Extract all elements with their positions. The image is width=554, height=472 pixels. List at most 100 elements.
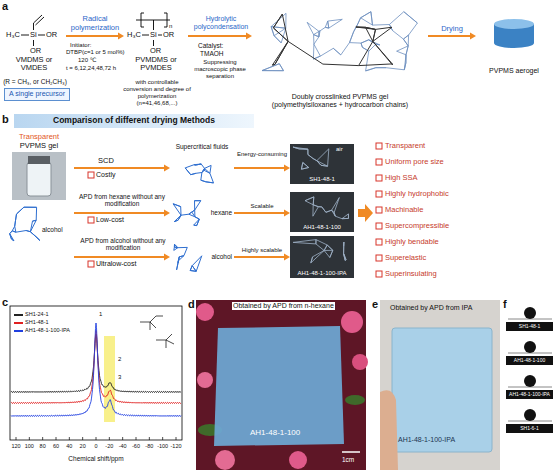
aerogel-network xyxy=(305,197,314,201)
polymer-network xyxy=(403,39,408,46)
gel-network xyxy=(24,207,37,208)
node-text: A single precursor xyxy=(9,90,65,98)
gel-network xyxy=(10,207,40,241)
axis-tick xyxy=(136,437,137,440)
gel-network xyxy=(24,207,37,208)
vmdms-structure xyxy=(36,17,45,25)
solvent-network xyxy=(185,168,191,175)
solvent-network xyxy=(206,182,214,183)
arrow-head xyxy=(284,165,290,172)
label-text: -120 xyxy=(170,443,181,449)
connector-arrow xyxy=(74,254,170,261)
polymer-network xyxy=(350,32,354,43)
aerogel-network xyxy=(307,149,308,154)
label-text: Supercompressible xyxy=(385,222,449,231)
hexane-aerogel-photo xyxy=(196,303,214,321)
solvent-network xyxy=(210,165,211,173)
label-text: TMAOH xyxy=(200,50,223,57)
aerogel-network xyxy=(317,149,329,161)
polymer-network xyxy=(409,23,418,35)
polymer-network xyxy=(262,12,417,71)
polymer-network xyxy=(358,18,361,24)
checkbox-square xyxy=(88,261,94,267)
connector-line xyxy=(428,35,470,37)
aerogel-network xyxy=(315,240,316,244)
aerogel-network xyxy=(344,254,346,261)
label-text: 3 xyxy=(118,374,121,381)
label-text: Chemical shift/ppm xyxy=(68,455,123,462)
polymer-network xyxy=(403,35,408,39)
solvent-network xyxy=(201,180,206,182)
node-box: PVMDMS or PVMDES xyxy=(124,8,188,74)
label-text: Initiator: xyxy=(70,42,91,49)
hydrocarbon-chains xyxy=(366,27,376,29)
label-text: 1cm xyxy=(342,456,354,463)
polymer-network xyxy=(320,27,325,31)
polymer-network xyxy=(314,31,319,34)
axis-tick xyxy=(96,437,97,440)
solvent-network xyxy=(202,168,205,172)
polymer-network xyxy=(350,42,362,44)
aerogel-network xyxy=(316,240,327,245)
gel-network xyxy=(12,226,15,231)
label-text: 120 xyxy=(11,443,20,449)
axis-tick xyxy=(42,437,43,440)
legend-swatch xyxy=(14,314,23,316)
label-text: -100 xyxy=(157,443,168,449)
label-text: Superelastic xyxy=(385,254,426,263)
hydrocarbon-chains xyxy=(356,27,366,28)
polymer-network xyxy=(408,35,409,46)
gel-network xyxy=(16,214,17,221)
node-box: AH1-48-1-100-IPA xyxy=(506,390,553,399)
hydrocarbon-chains xyxy=(272,41,288,65)
node-text: SH1-48-1 xyxy=(519,324,540,330)
polymer-network xyxy=(314,35,319,37)
aerogel-network xyxy=(301,168,308,170)
aerogel-network xyxy=(301,168,308,170)
label-text: H₃C xyxy=(6,31,20,40)
checkbox-square xyxy=(376,255,382,261)
aerogel-network xyxy=(343,242,344,254)
label-text: a xyxy=(2,0,8,13)
gel-network xyxy=(10,234,14,241)
arrow-head xyxy=(118,33,124,40)
aerogel-network xyxy=(293,242,316,244)
gel-network xyxy=(36,207,37,220)
aerogel-network xyxy=(335,216,342,219)
axis-tick xyxy=(82,437,83,440)
node-box: Comparison of different drying Methods xyxy=(14,114,254,128)
edge-label: Drying xyxy=(430,25,474,34)
solvent-network xyxy=(202,168,205,172)
node-text: (polymethylsiloxanes + hydrocarbon chain… xyxy=(272,101,408,109)
solvent-network xyxy=(195,200,201,201)
polymer-network xyxy=(403,39,408,46)
node-text: PVPMS aerogel xyxy=(489,67,539,75)
polymer-network xyxy=(328,21,329,28)
gel-network xyxy=(16,214,17,221)
node-box: Doubly crosslinked PVPMS gel(polymethyls… xyxy=(252,2,428,110)
gel-network xyxy=(30,232,39,241)
aerogel-network xyxy=(334,198,339,213)
polymer-network xyxy=(389,12,403,25)
axis-tick xyxy=(29,437,30,440)
polymer-network xyxy=(386,68,404,70)
solvent-network xyxy=(178,247,188,248)
aerogel-network xyxy=(293,147,308,149)
node-text: hexane xyxy=(211,209,232,216)
polymer-network xyxy=(314,37,319,44)
solvent-network xyxy=(173,201,201,226)
solvent-network xyxy=(201,173,202,181)
node-text: Comparison of different drying Methods xyxy=(53,116,215,126)
node-text: VMDMS or VMDES xyxy=(11,56,57,73)
axis-tick xyxy=(162,437,163,440)
solvent-network xyxy=(178,257,179,261)
aerogel-network xyxy=(317,161,328,167)
aerogel-tile xyxy=(290,192,354,232)
axis-tick xyxy=(122,437,123,440)
aerogel-network xyxy=(315,240,316,244)
node-box: VMDMS or VMDES xyxy=(2,8,66,74)
aerogel-network xyxy=(324,251,330,258)
aerogel-network xyxy=(313,197,315,205)
aerogel-network xyxy=(308,155,313,159)
gel-network xyxy=(26,231,30,232)
